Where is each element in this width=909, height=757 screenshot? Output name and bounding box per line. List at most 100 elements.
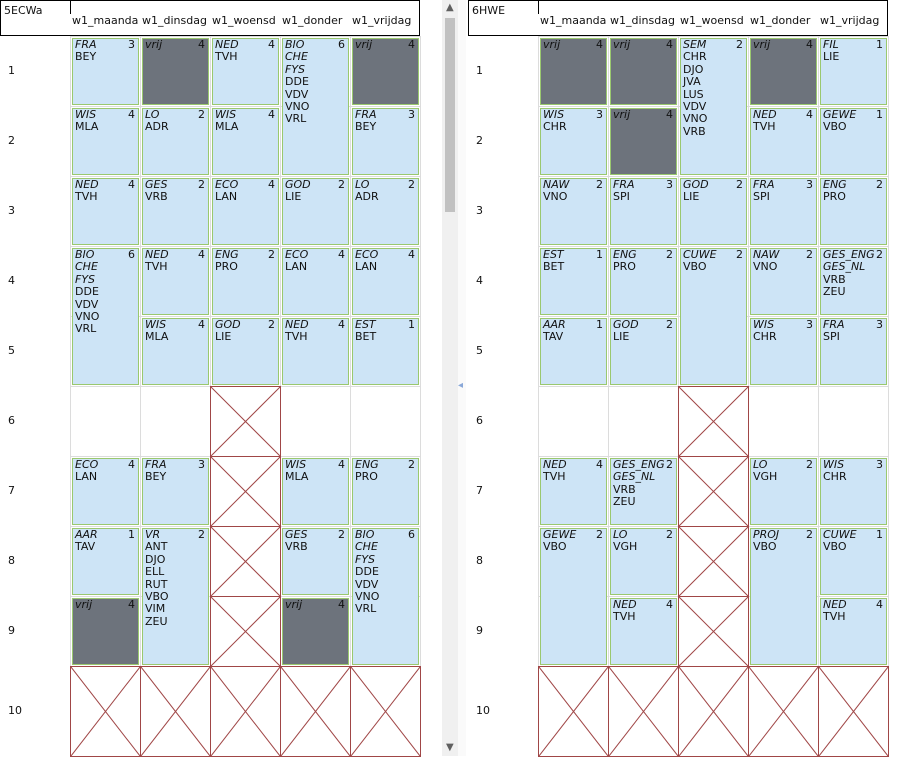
day-header[interactable]: w1_dinsdag (140, 14, 210, 36)
scrollbar-thumb[interactable] (445, 18, 455, 212)
splitter-collapse-icon[interactable]: ◂ (458, 380, 464, 391)
blocked-cell-x-icon[interactable] (210, 596, 281, 667)
pane-splitter[interactable] (458, 0, 466, 756)
blocked-cell-x-icon[interactable] (678, 386, 749, 457)
blocked-cell-x-icon[interactable] (678, 596, 749, 667)
blocked-cell-x-icon[interactable] (678, 456, 749, 527)
blocked-cell-x-icon[interactable] (678, 666, 749, 757)
blocked-cell-x-icon[interactable] (210, 456, 281, 527)
scroll-down-arrow-icon[interactable]: ▼ (446, 742, 454, 753)
class-name-cell[interactable]: 5ECWa (0, 0, 71, 36)
blocked-cell-x-icon[interactable] (350, 666, 421, 757)
day-header[interactable]: w1_vrijdag (350, 14, 420, 36)
scroll-up-arrow-icon[interactable]: ▲ (446, 2, 454, 13)
day-header[interactable]: w1_donder (748, 14, 818, 36)
blocked-cell-x-icon[interactable] (210, 526, 281, 597)
day-header[interactable]: w1_donder (280, 14, 350, 36)
lesson-hour-count: 4 (408, 248, 415, 261)
class-name-cell[interactable]: 6HWE (468, 0, 539, 36)
blocked-cell-x-icon[interactable] (210, 386, 281, 457)
day-header[interactable]: w1_dinsdag (608, 14, 678, 36)
blocked-cell-x-icon[interactable] (678, 526, 749, 597)
day-header[interactable]: w1_woensd (210, 14, 280, 36)
day-header[interactable]: w1_maanda (70, 14, 140, 36)
blocked-cell-x-icon[interactable] (140, 666, 211, 757)
blocked-cell-x-icon[interactable] (748, 666, 819, 757)
day-header[interactable]: w1_woensd (678, 14, 748, 36)
day-header[interactable]: w1_maanda (538, 14, 608, 36)
lesson-teacher: DJO (145, 552, 166, 566)
blocked-cell-x-icon[interactable] (538, 666, 609, 757)
day-header[interactable]: w1_vrijdag (818, 14, 888, 36)
blocked-cell-x-icon[interactable] (818, 666, 889, 757)
blocked-cell-x-icon[interactable] (608, 666, 679, 757)
